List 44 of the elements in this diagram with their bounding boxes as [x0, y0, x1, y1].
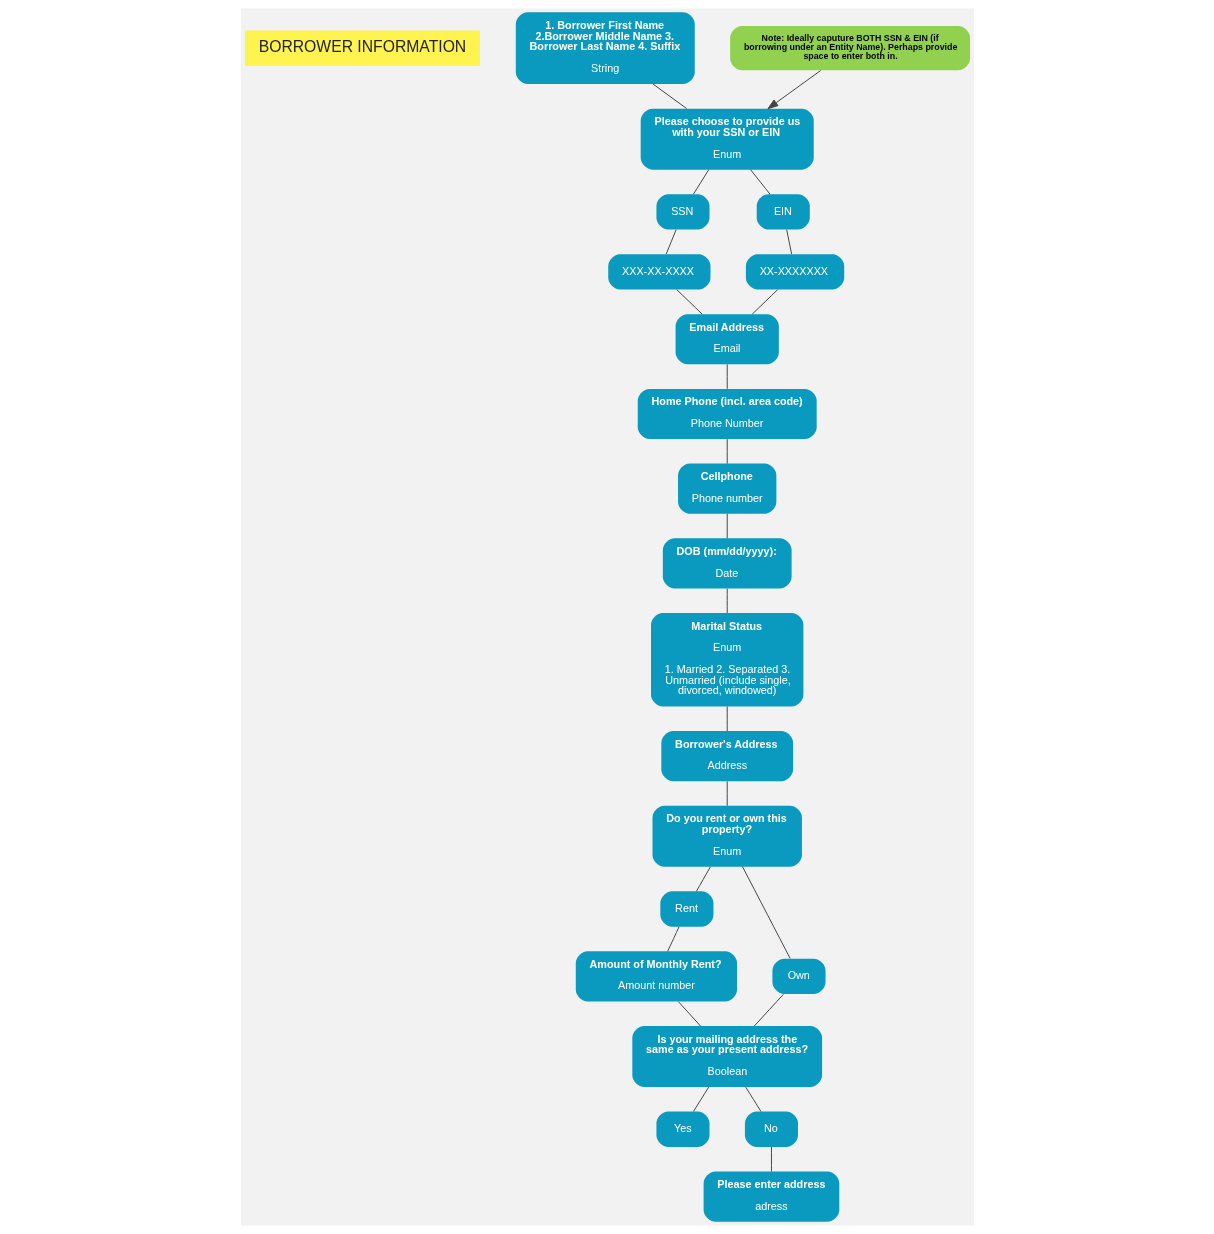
node-box: BORROWER INFORMATION	[244, 30, 480, 66]
connector	[726, 363, 728, 390]
connector	[652, 83, 687, 109]
connector	[744, 1086, 761, 1112]
node-box: Yes	[655, 1111, 709, 1147]
connector	[751, 289, 778, 315]
node-box: EIN	[756, 194, 810, 230]
connector	[692, 169, 709, 195]
node-box: Borrower's Address Address	[660, 731, 793, 782]
node-box: Home Phone (incl. area code) Phone Number	[637, 388, 817, 440]
connector	[692, 1086, 709, 1112]
node-box: DOB (mm/dd/yyyy): Date	[662, 538, 792, 589]
node-box: Marital Status Enum 1. Married 2. Separated 3. Unmarried (include single, divorced, windowed)	[650, 613, 803, 707]
node-box: SSN	[655, 194, 709, 230]
connector	[749, 169, 770, 195]
connector	[726, 438, 728, 465]
connector	[726, 513, 728, 539]
node-box: 1. Borrower First Name 2.Borrower Middle Name 3. Borrower Last Name 4. Suffix String	[515, 12, 695, 85]
node-box: XX-XXXXXXX	[745, 254, 844, 290]
connector	[726, 706, 728, 732]
connector	[785, 229, 792, 255]
node-box: Own	[771, 958, 826, 995]
connector	[726, 780, 728, 807]
node-box: Rent	[659, 891, 713, 927]
node-box: Please enter address adress	[703, 1171, 839, 1222]
node-box: XXX-XX-XXXX	[607, 254, 710, 290]
connector	[677, 1001, 701, 1027]
connector	[665, 229, 677, 255]
node-box: Email Address Email	[675, 314, 779, 365]
node-box: No	[744, 1111, 798, 1147]
connector	[695, 866, 711, 892]
node-box: Note: Ideally caputure BOTH SSN & EIN (if borrowing under an Entity Name). Perhaps provide space to enter both in.	[729, 26, 970, 71]
connector	[726, 588, 728, 614]
node-box: Amount of Monthly Rent? Amount number	[575, 951, 737, 1002]
connector	[666, 926, 680, 952]
arrow	[767, 70, 821, 110]
node-box: Cellphone Phone number	[677, 463, 776, 514]
node-box: Is your mailing address the same as your present address? Boolean	[631, 1026, 822, 1087]
connector	[675, 289, 703, 315]
node-box: Do you rent or own this property? Enum	[652, 805, 802, 867]
connector	[770, 1146, 772, 1172]
connector	[741, 866, 791, 959]
connector	[753, 993, 784, 1027]
node-box: Please choose to provide us with your SSN or EIN Enum	[640, 108, 814, 170]
